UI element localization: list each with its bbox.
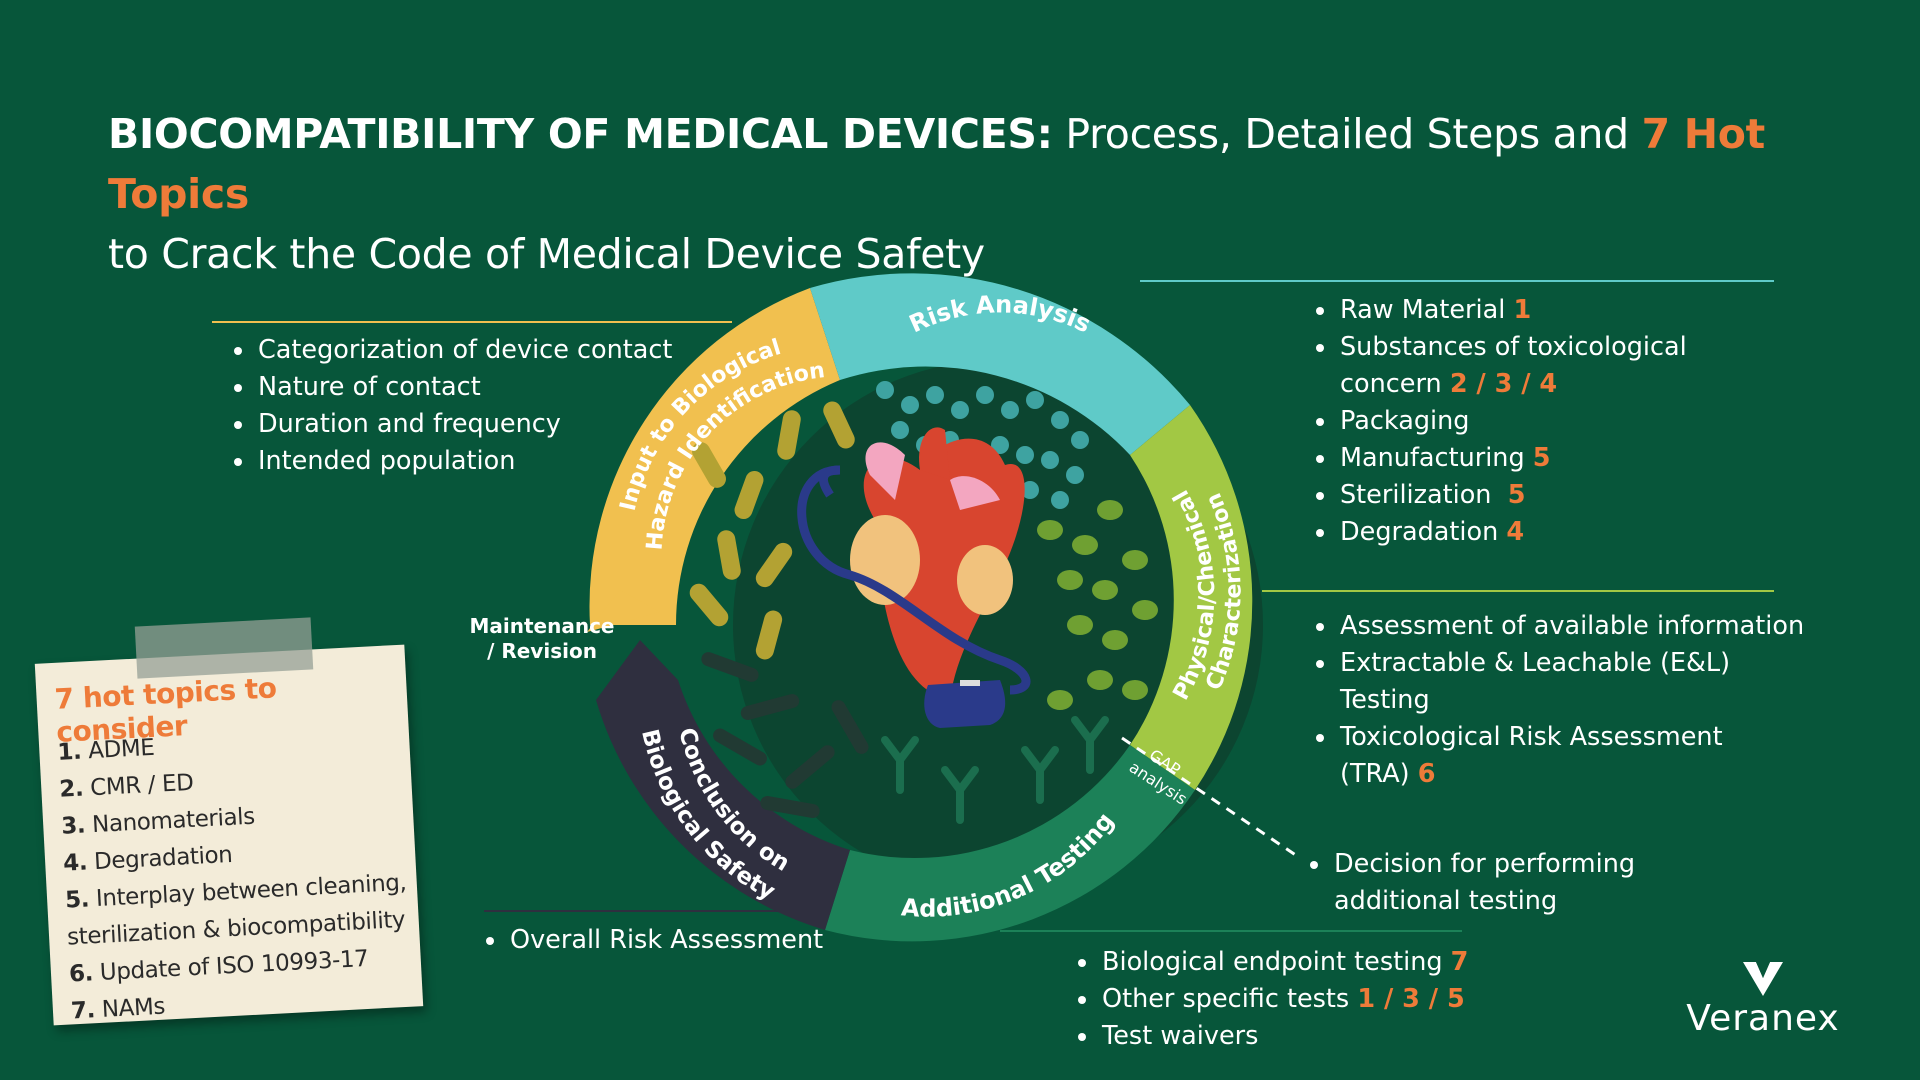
item-topic-nums: 5 xyxy=(1507,480,1526,510)
item-text: Update of ISO 10993-17 xyxy=(99,945,370,986)
item-text: Toxicological Risk Assessment xyxy=(1340,722,1723,752)
item-text: Degradation xyxy=(93,841,233,876)
item-topic-nums: 2 / 3 / 4 xyxy=(1449,369,1558,399)
tape-decoration xyxy=(134,617,314,679)
conclusion-list: Overall Risk Assessment xyxy=(482,922,823,959)
item-text: NAMs xyxy=(101,993,166,1023)
item-topic-nums: 6 xyxy=(1417,759,1436,789)
list-item: Nature of contact xyxy=(256,369,672,406)
item-topic-nums: 1 xyxy=(1513,295,1532,325)
list-item: Overall Risk Assessment xyxy=(508,922,823,959)
title-bold: BIOCOMPATIBILITY OF MEDICAL DEVICES: xyxy=(108,110,1053,158)
item-number: 4. xyxy=(62,849,88,877)
maintenance-line2: / Revision xyxy=(487,639,597,663)
item-text: Nanomaterials xyxy=(91,803,256,839)
list-item: Raw Material 1 xyxy=(1338,292,1687,329)
list-item: Decision for performing additional testin… xyxy=(1332,846,1635,920)
item-text: Sterilization xyxy=(1340,480,1492,510)
item-text: Raw Material xyxy=(1340,295,1506,325)
veranex-logo-icon xyxy=(1743,962,1783,996)
item-text: concern xyxy=(1340,369,1442,399)
item-text: Degradation xyxy=(1340,517,1499,547)
item-number: 6. xyxy=(68,960,94,988)
page-title: BIOCOMPATIBILITY OF MEDICAL DEVICES: Pro… xyxy=(108,104,1868,284)
antibody-icon xyxy=(881,716,1109,824)
segment-conclusion xyxy=(596,640,850,930)
hot-topics-list: 1. ADME 2. CMR / ED 3. Nanomaterials 4. … xyxy=(57,717,422,1031)
input-list: Categorization of device contact Nature … xyxy=(230,332,672,480)
item-text: (TRA) xyxy=(1340,759,1410,789)
microbe-dots-icon xyxy=(876,381,1089,509)
testing-list: Biological endpoint testing 7 Other spec… xyxy=(1074,944,1468,1055)
item-text: Testing xyxy=(1340,685,1430,715)
veranex-logo: Veranex xyxy=(1668,960,1858,1040)
physchem-divider xyxy=(1262,590,1774,592)
list-item: Manufacturing 5 xyxy=(1338,440,1687,477)
list-item: Assessment of available information xyxy=(1338,608,1804,645)
item-text: Other specific tests xyxy=(1102,984,1350,1014)
item-text: Decision for performing xyxy=(1334,849,1636,879)
item-text: Extractable & Leachable (E&L) xyxy=(1340,648,1731,678)
title-highlight: 7 Hot Topics xyxy=(108,110,1765,218)
list-item: Degradation 4 xyxy=(1338,514,1687,551)
segment-risk xyxy=(810,273,1190,455)
list-item: Intended population xyxy=(256,443,672,480)
segment-physchem xyxy=(1130,405,1253,790)
list-item: Packaging xyxy=(1338,403,1687,440)
item-text: ADME xyxy=(87,734,156,765)
conclusion-divider xyxy=(484,910,840,912)
item-text: Packaging xyxy=(1340,406,1470,436)
heart-pacemaker-icon xyxy=(797,427,1031,728)
microbe-rods-icon xyxy=(689,401,855,660)
list-item: Extractable & Leachable (E&L) Testing xyxy=(1338,645,1804,719)
list-item: Biological endpoint testing 7 xyxy=(1100,944,1468,981)
item-number: 7. xyxy=(70,997,96,1025)
list-item: Toxicological Risk Assessment (TRA) 6 xyxy=(1338,719,1804,793)
item-number: 2. xyxy=(58,775,85,803)
risk-list: Raw Material 1 Substances of toxicologic… xyxy=(1312,292,1687,551)
item-text: additional testing xyxy=(1334,886,1558,916)
item-number: 5. xyxy=(64,886,90,914)
list-item: Duration and frequency xyxy=(256,406,672,443)
title-rest: Process, Detailed Steps and xyxy=(1052,110,1642,158)
gap-list: Decision for performing additional testin… xyxy=(1306,846,1635,920)
item-topic-nums: 1 / 3 / 5 xyxy=(1357,984,1465,1014)
physchem-list: Assessment of available information Extr… xyxy=(1312,608,1804,793)
item-text: CMR / ED xyxy=(89,769,195,802)
segment-input xyxy=(589,288,840,625)
item-text: Biological endpoint testing xyxy=(1102,947,1443,977)
logo-text: Veranex xyxy=(1686,998,1840,1039)
item-text: Assessment of available information xyxy=(1340,611,1805,641)
input-divider xyxy=(212,321,732,323)
risk-divider xyxy=(1140,280,1774,282)
list-item: Sterilization 5 xyxy=(1338,477,1687,514)
list-item: Categorization of device contact xyxy=(256,332,672,369)
item-text: Substances of toxicological xyxy=(1340,332,1687,362)
list-item: Test waivers xyxy=(1100,1018,1468,1055)
item-topic-nums: 7 xyxy=(1450,947,1469,977)
item-text: Test waivers xyxy=(1102,1021,1259,1051)
title-line2: to Crack the Code of Medical Device Safe… xyxy=(108,230,985,278)
item-text: Manufacturing xyxy=(1340,443,1525,473)
maintenance-line1: Maintenance xyxy=(469,614,615,638)
item-topic-nums: 5 xyxy=(1532,443,1551,473)
hot-topics-note: 7 hot topics to consider 1. ADME 2. CMR … xyxy=(34,644,424,1026)
segment-testing xyxy=(825,745,1195,942)
microbe-dark-rods-icon xyxy=(701,652,869,818)
item-number: 3. xyxy=(60,812,86,840)
item-number: 1. xyxy=(56,738,83,766)
testing-divider xyxy=(1000,930,1462,932)
maintenance-label: Maintenance / Revision xyxy=(460,614,624,664)
item-topic-nums: 4 xyxy=(1506,517,1525,547)
list-item: Other specific tests 1 / 3 / 5 xyxy=(1100,981,1468,1018)
microbe-blobs-icon xyxy=(1037,500,1158,710)
list-item: Substances of toxicological concern 2 / 3… xyxy=(1338,329,1687,403)
